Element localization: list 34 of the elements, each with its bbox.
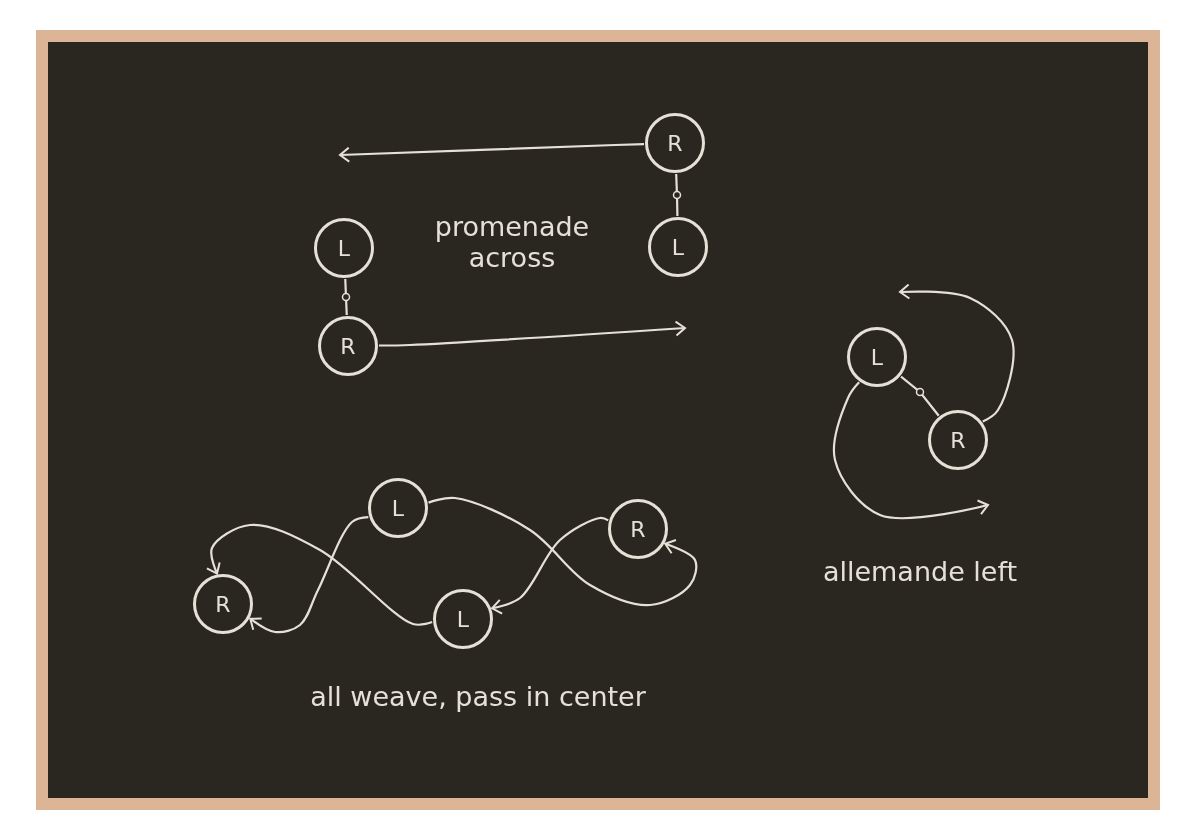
movement-arrow: [491, 516, 609, 615]
hand-hold-line: [344, 278, 348, 316]
hand-hold-line: [900, 375, 940, 417]
movement-arrow: [899, 283, 1015, 423]
dancer-circle: [433, 589, 493, 649]
figure-caption: promenade across: [433, 211, 591, 274]
dancer-letter: L: [671, 234, 685, 260]
movement-arrow: [205, 523, 433, 626]
dancer-letter: R: [630, 516, 646, 542]
dancer-circle: [645, 113, 705, 173]
dancer-letter: L: [456, 606, 470, 632]
dancer-letter: R: [215, 591, 231, 617]
movement-arrow: [379, 320, 686, 347]
dancer-letter: L: [870, 344, 884, 370]
hand-hold-line: [675, 173, 679, 217]
dancer-circle: [928, 410, 988, 470]
dancer-circle: [318, 316, 378, 376]
dancer-letter: L: [337, 235, 351, 261]
dancer-letter: L: [391, 495, 405, 521]
dancer-circle: [847, 327, 907, 387]
dancer-circle: [648, 217, 708, 277]
movement-arrow: [832, 381, 989, 520]
figure-caption: all weave, pass in center: [309, 681, 647, 713]
movement-arrow: [339, 142, 645, 163]
dancer-circle: [608, 499, 668, 559]
dancer-circle: [314, 218, 374, 278]
figure-caption: allemande left: [821, 556, 1019, 588]
movement-arrow: [249, 515, 369, 634]
dancer-letter: R: [340, 333, 356, 359]
dancer-circle: [193, 574, 253, 634]
dancer-letter: R: [667, 130, 683, 156]
dancer-circle: [368, 478, 428, 538]
movement-arrow: [428, 496, 698, 607]
dancer-letter: R: [950, 427, 966, 453]
